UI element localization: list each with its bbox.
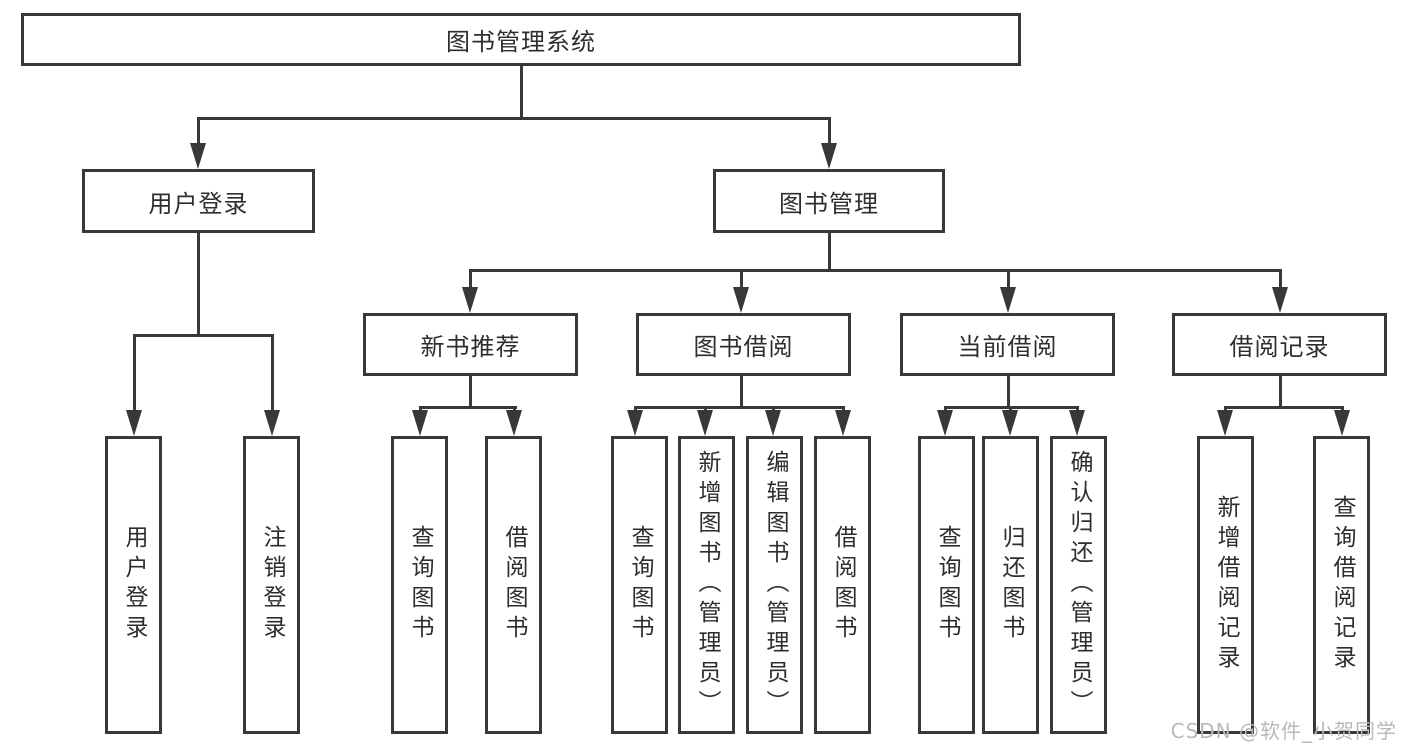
- leaf-label: 查询借阅记录: [1329, 495, 1355, 675]
- node-label: 借阅记录: [1229, 333, 1330, 361]
- node-new-book-recommend: 新书推荐: [363, 313, 578, 376]
- leaf-query-books: 查询图书: [391, 436, 448, 734]
- arrow-down-icon: [126, 410, 142, 436]
- arrow-down-icon: [937, 410, 953, 436]
- connector-line-v: [828, 117, 831, 145]
- node-user-login: 用户登录: [82, 169, 315, 233]
- leaf-label: 借阅图书: [501, 525, 527, 645]
- connector-line-v: [1279, 374, 1282, 407]
- node-label: 图书借阅: [693, 333, 794, 361]
- arrow-down-icon: [264, 410, 280, 436]
- leaf-label: 查询图书: [407, 525, 433, 645]
- arrow-down-icon: [1217, 410, 1233, 436]
- leaf-label: 编辑图书（管理员）: [762, 450, 788, 720]
- leaf-borrow-books: 借阅图书: [485, 436, 542, 734]
- arrow-down-icon: [765, 410, 781, 436]
- watermark: CSDN @软件_小贺同学: [1170, 719, 1397, 743]
- arrow-down-icon: [1334, 410, 1350, 436]
- leaf-edit-books-admin: 编辑图书（管理员）: [746, 436, 803, 734]
- leaf-query-books: 查询图书: [918, 436, 975, 734]
- connector-line-h: [1224, 406, 1344, 409]
- node-library-management-system: 图书管理系统: [21, 13, 1021, 66]
- leaf-add-borrow-record: 新增借阅记录: [1197, 436, 1254, 734]
- node-label: 当前借阅: [957, 333, 1058, 361]
- leaf-label: 查询图书: [934, 525, 960, 645]
- connector-line-v: [1279, 269, 1282, 291]
- connector-line-v: [520, 64, 523, 118]
- connector-line-v: [740, 269, 743, 291]
- arrow-down-icon: [1069, 410, 1085, 436]
- leaf-borrow-books: 借阅图书: [814, 436, 871, 734]
- node-label: 新书推荐: [420, 333, 521, 361]
- connector-line-h: [133, 334, 274, 337]
- arrow-down-icon: [733, 287, 749, 313]
- leaf-label: 注销登录: [259, 525, 285, 645]
- leaf-label: 新增图书（管理员）: [694, 450, 720, 720]
- leaf-label: 查询图书: [627, 525, 653, 645]
- leaf-label: 新增借阅记录: [1213, 495, 1239, 675]
- connector-line-h: [469, 269, 1282, 272]
- connector-line-h: [419, 406, 517, 409]
- connector-line-v: [469, 269, 472, 291]
- leaf-label: 确认归还（管理员）: [1066, 450, 1092, 720]
- arrow-down-icon: [412, 410, 428, 436]
- connector-line-v: [133, 334, 136, 412]
- connector-line-v: [469, 374, 472, 407]
- leaf-label: 借阅图书: [830, 525, 856, 645]
- connector-line-v: [197, 117, 200, 145]
- node-current-borrow: 当前借阅: [900, 313, 1115, 376]
- arrow-down-icon: [1000, 287, 1016, 313]
- arrow-down-icon: [1002, 410, 1018, 436]
- connector-line-h: [197, 117, 831, 120]
- leaf-label: 用户登录: [121, 525, 147, 645]
- node-label: 图书管理: [779, 189, 879, 218]
- leaf-query-borrow-record: 查询借阅记录: [1313, 436, 1370, 734]
- arrow-down-icon: [835, 410, 851, 436]
- leaf-query-books: 查询图书: [611, 436, 668, 734]
- node-book-management: 图书管理: [713, 169, 945, 233]
- node-label: 用户登录: [148, 189, 249, 218]
- connector-line-v: [271, 334, 274, 412]
- arrow-down-icon: [697, 410, 713, 436]
- arrow-down-icon: [821, 143, 837, 169]
- arrow-down-icon: [1272, 287, 1288, 313]
- arrow-down-icon: [190, 143, 206, 169]
- leaf-confirm-return-admin: 确认归还（管理员）: [1050, 436, 1107, 734]
- arrow-down-icon: [462, 287, 478, 313]
- connector-line-v: [197, 231, 200, 335]
- connector-line-v: [740, 374, 743, 407]
- leaf-logout: 注销登录: [243, 436, 300, 734]
- leaf-user-login: 用户登录: [105, 436, 162, 734]
- arrow-down-icon: [627, 410, 643, 436]
- connector-line-v: [1007, 374, 1010, 407]
- arrow-down-icon: [506, 410, 522, 436]
- leaf-add-books-admin: 新增图书（管理员）: [678, 436, 735, 734]
- node-label: 图书管理系统: [446, 28, 596, 56]
- node-book-borrow: 图书借阅: [636, 313, 851, 376]
- connector-line-v: [1007, 269, 1010, 291]
- connector-line-h: [634, 406, 845, 409]
- leaf-return-books: 归还图书: [982, 436, 1039, 734]
- node-borrow-records: 借阅记录: [1172, 313, 1387, 376]
- connector-line-v: [828, 231, 831, 271]
- leaf-label: 归还图书: [998, 525, 1024, 645]
